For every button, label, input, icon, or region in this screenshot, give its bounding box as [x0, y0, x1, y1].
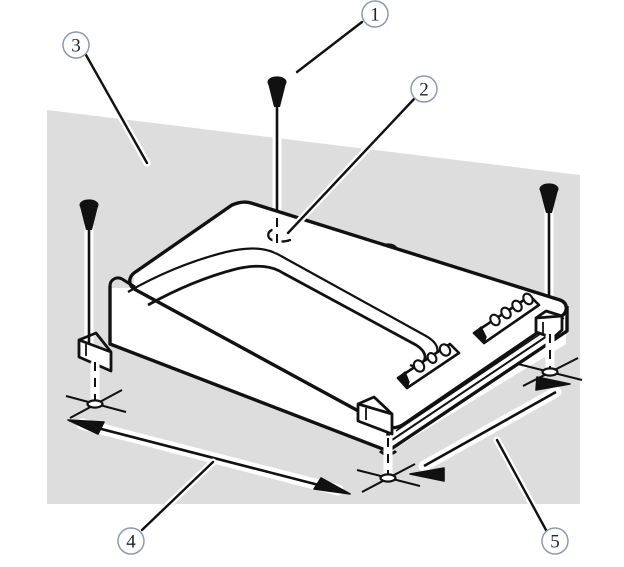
dimension-width-arrow-left [67, 419, 105, 435]
callout-1-ring [361, 0, 389, 28]
keyhole-slot-top [267, 228, 292, 243]
callout-1-label: 1 [370, 5, 380, 26]
callout-2-ring [410, 75, 438, 103]
callout-5-ring [541, 527, 569, 555]
mount-point-left [65, 389, 127, 419]
callout-4-label: 4 [126, 532, 136, 553]
callout-3-ring [62, 31, 90, 59]
callout-4: 4 [117, 527, 145, 555]
screw-head-top-right [539, 183, 559, 213]
device-right-face [387, 306, 569, 453]
foot-center [356, 395, 394, 436]
dimension-width [67, 418, 351, 496]
mount-point-markers [65, 357, 583, 493]
callout-5-label: 5 [550, 532, 560, 553]
callout-bubbles: 1 2 3 4 5 [62, 0, 569, 555]
callout-4-ring [117, 527, 145, 555]
dimension-depth-arrow-lower [409, 467, 445, 482]
leader-line-5 [495, 438, 548, 532]
screw-head-top-left [79, 199, 99, 230]
leader-line-4 [140, 460, 215, 532]
device-body [77, 200, 569, 456]
device-top-contour-inner [147, 264, 427, 368]
leader-line-2 [286, 97, 416, 235]
mount-point-right [517, 357, 583, 387]
callout-5: 5 [541, 527, 569, 555]
dimension-depth [409, 376, 571, 482]
device-top-contour-outer [127, 247, 439, 363]
device-right-seam-2 [395, 317, 565, 432]
screw-axes-lower [90, 218, 555, 479]
leader-line-3-group [82, 51, 151, 167]
device-right-seam [391, 325, 563, 441]
port-group-left [396, 342, 461, 390]
screw-head-top-center [267, 76, 287, 107]
callout-2-label: 2 [419, 80, 429, 101]
dimension-depth-arrow-upper [535, 376, 571, 391]
foot-right [534, 309, 564, 340]
leader-line-3 [84, 53, 149, 165]
dimension-depth-line [423, 390, 557, 468]
callout-3-label: 3 [71, 36, 81, 57]
foot-left [77, 331, 113, 373]
callout-2: 2 [410, 75, 438, 103]
callout-1: 1 [361, 0, 389, 28]
callout-3: 3 [62, 31, 90, 59]
mount-point-center [356, 463, 421, 493]
dimension-width-arrow-right [313, 477, 351, 495]
leader-lines [138, 20, 550, 534]
port-group-right [472, 292, 541, 345]
dimension-width-line [81, 422, 339, 492]
leader-line-1 [295, 20, 364, 74]
